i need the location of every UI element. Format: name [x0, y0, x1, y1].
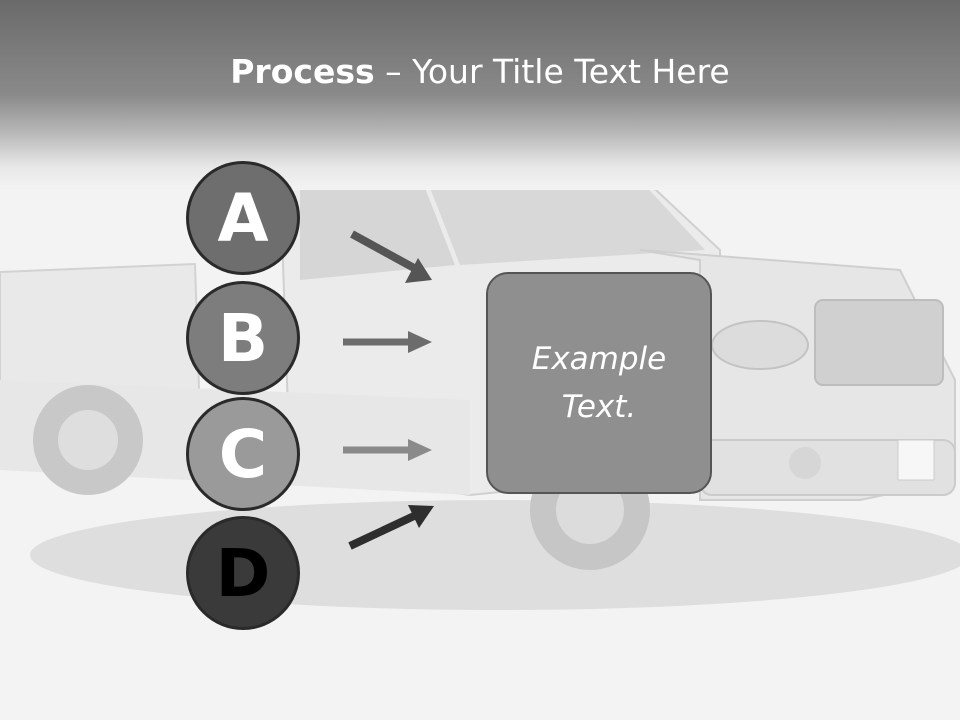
arrow-b — [343, 331, 432, 353]
step-circle-d: D — [186, 516, 300, 630]
step-letter-d: D — [215, 534, 271, 612]
step-letter-b: B — [217, 299, 269, 377]
title-rest: – Your Title Text Here — [374, 52, 730, 91]
step-circle-c: C — [186, 397, 300, 511]
arrow-c — [343, 439, 432, 461]
step-circle-a: A — [186, 161, 300, 275]
title-band — [0, 0, 960, 190]
arrow-d — [348, 505, 434, 550]
arrow-a — [350, 230, 432, 283]
step-letter-c: C — [218, 415, 268, 493]
example-text-box: Example Text. — [486, 272, 712, 494]
slide-title: Process – Your Title Text Here — [0, 52, 960, 91]
step-letter-a: A — [217, 179, 269, 257]
title-bold: Process — [230, 52, 375, 91]
example-text: Example Text. — [531, 341, 667, 425]
step-circle-b: B — [186, 281, 300, 395]
